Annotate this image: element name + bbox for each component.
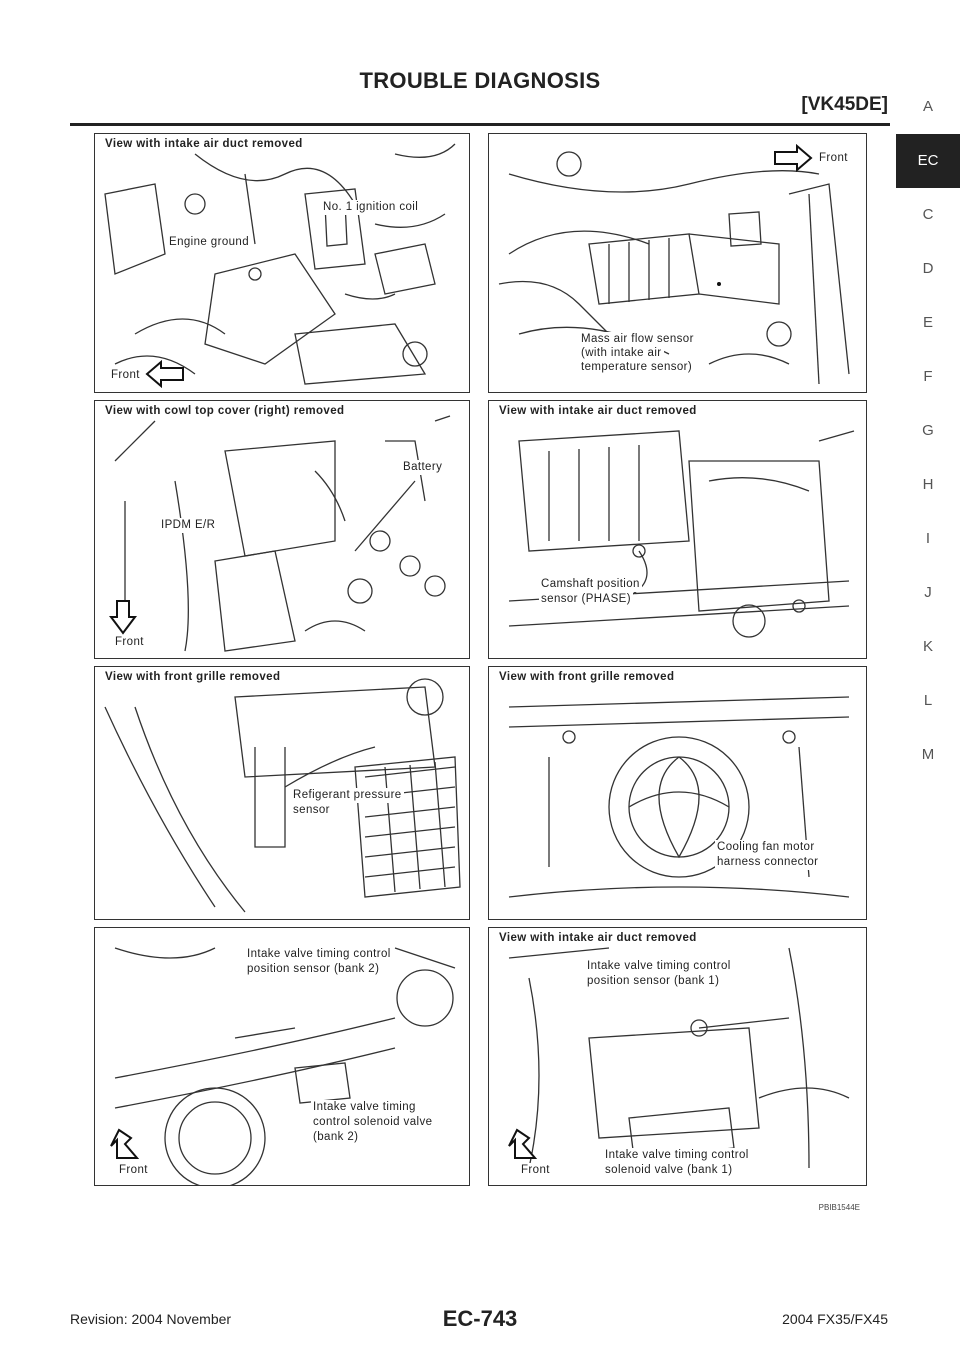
figure-panel-maf-sensor: Front Mass air flow sensor (with intake … <box>488 133 867 393</box>
figure-panel-refrigerant-sensor: View with front grille removed Refigeran… <box>94 666 470 920</box>
engine-bay-illustration <box>489 134 866 392</box>
tab-k[interactable]: K <box>922 638 933 655</box>
callout-dot <box>717 282 721 286</box>
engine-code: [VK45DE] <box>801 94 888 115</box>
ivt-solenoid-bank2-line3: (bank 2) <box>311 1130 361 1145</box>
front-label: Front <box>519 1163 552 1178</box>
panel-title: View with front grille removed <box>497 671 677 683</box>
camshaft-sensor-label-line2: sensor (PHASE) <box>539 592 633 607</box>
ipdm-label: IPDM E/R <box>159 518 218 533</box>
refrigerant-sensor-label-line1: Refigerant pressure <box>291 788 404 803</box>
panel-title: View with intake air duct removed <box>497 932 699 944</box>
tab-c[interactable]: C <box>922 206 934 223</box>
front-arrow-icon <box>145 360 184 388</box>
ignition-coil-label: No. 1 ignition coil <box>321 200 421 215</box>
front-arrow-icon <box>508 1128 538 1159</box>
camshaft-sensor-label-line1: Camshaft position <box>539 577 642 592</box>
tab-j[interactable]: J <box>924 584 932 601</box>
tab-d[interactable]: D <box>922 260 934 277</box>
panel-title: View with cowl top cover (right) removed <box>103 405 347 417</box>
refrigerant-sensor-label-line2: sensor <box>291 803 332 818</box>
tab-l[interactable]: L <box>923 692 933 709</box>
tab-i[interactable]: I <box>925 530 931 547</box>
panel-title: View with intake air duct removed <box>497 405 699 417</box>
page-number: EC-743 <box>442 1306 518 1331</box>
engine-bay-illustration <box>95 401 469 658</box>
tab-m[interactable]: M <box>921 746 935 763</box>
ivt-solenoid-bank2-line2: control solenoid valve <box>311 1115 435 1130</box>
engine-bay-illustration <box>489 401 866 658</box>
tab-h[interactable]: H <box>922 476 934 493</box>
tab-g[interactable]: G <box>922 422 934 439</box>
ivt-position-bank2-line1: Intake valve timing control <box>245 947 393 962</box>
ivt-position-bank2-line2: position sensor (bank 2) <box>245 962 382 977</box>
panel-title: View with front grille removed <box>103 671 283 683</box>
engine-ground-label: Engine ground <box>167 235 252 250</box>
revision-date: Revision: 2004 November <box>70 1311 232 1327</box>
engine-bay-illustration <box>95 667 469 919</box>
figure-code: PBIB1544E <box>818 1203 860 1212</box>
cooling-fan-label-line1: Cooling fan motor <box>715 840 817 855</box>
maf-sensor-label-line1: Mass air flow sensor <box>579 332 696 347</box>
front-arrow-icon <box>110 1128 140 1159</box>
cooling-fan-label-line2: harness connector <box>715 855 821 870</box>
engine-bay-illustration <box>95 134 469 392</box>
figure-panel-ignition-coil: View with intake air duct removed No. 1 … <box>94 133 470 393</box>
figure-panel-cooling-fan: View with front grille removed Cooling f… <box>488 666 867 920</box>
figure-panel-ivt-bank2: Intake valve timing control position sen… <box>94 927 470 1186</box>
figure-panel-ivt-bank1: View with intake air duct removed Intake… <box>488 927 867 1186</box>
header-rule <box>70 123 890 126</box>
model-name: 2004 FX35/FX45 <box>782 1311 888 1327</box>
engine-bay-illustration <box>489 667 866 919</box>
page-title: TROUBLE DIAGNOSIS <box>359 68 601 93</box>
ivt-solenoid-bank1-line2: solenoid valve (bank 1) <box>603 1163 735 1178</box>
tab-e[interactable]: E <box>922 314 933 331</box>
tab-ec[interactable]: EC <box>896 134 960 188</box>
maf-sensor-label-line3: temperature sensor) <box>579 360 695 375</box>
ivt-position-bank1-line2: position sensor (bank 1) <box>585 974 722 989</box>
figure-panel-camshaft-sensor: View with intake air duct removed Camsha… <box>488 400 867 659</box>
front-arrow-icon <box>109 600 137 635</box>
engine-bay-illustration <box>95 928 469 1185</box>
front-label: Front <box>117 1163 150 1178</box>
ivt-solenoid-bank2-line1: Intake valve timing <box>311 1100 418 1115</box>
section-tabs: A EC C D E F G H I J K L M <box>896 80 960 782</box>
tab-a[interactable]: A <box>922 98 933 115</box>
front-label: Front <box>113 635 146 650</box>
tab-f[interactable]: F <box>923 368 933 385</box>
front-label: Front <box>109 368 142 383</box>
figure-panel-battery-ipdm: View with cowl top cover (right) removed… <box>94 400 470 659</box>
front-label: Front <box>817 151 850 166</box>
ivt-solenoid-bank1-line1: Intake valve timing control <box>603 1148 751 1163</box>
battery-label: Battery <box>401 460 445 475</box>
front-arrow-icon <box>774 144 813 172</box>
maf-sensor-label-line2: (with intake air <box>579 346 664 361</box>
panel-title: View with intake air duct removed <box>103 138 305 150</box>
ivt-position-bank1-line1: Intake valve timing control <box>585 959 733 974</box>
